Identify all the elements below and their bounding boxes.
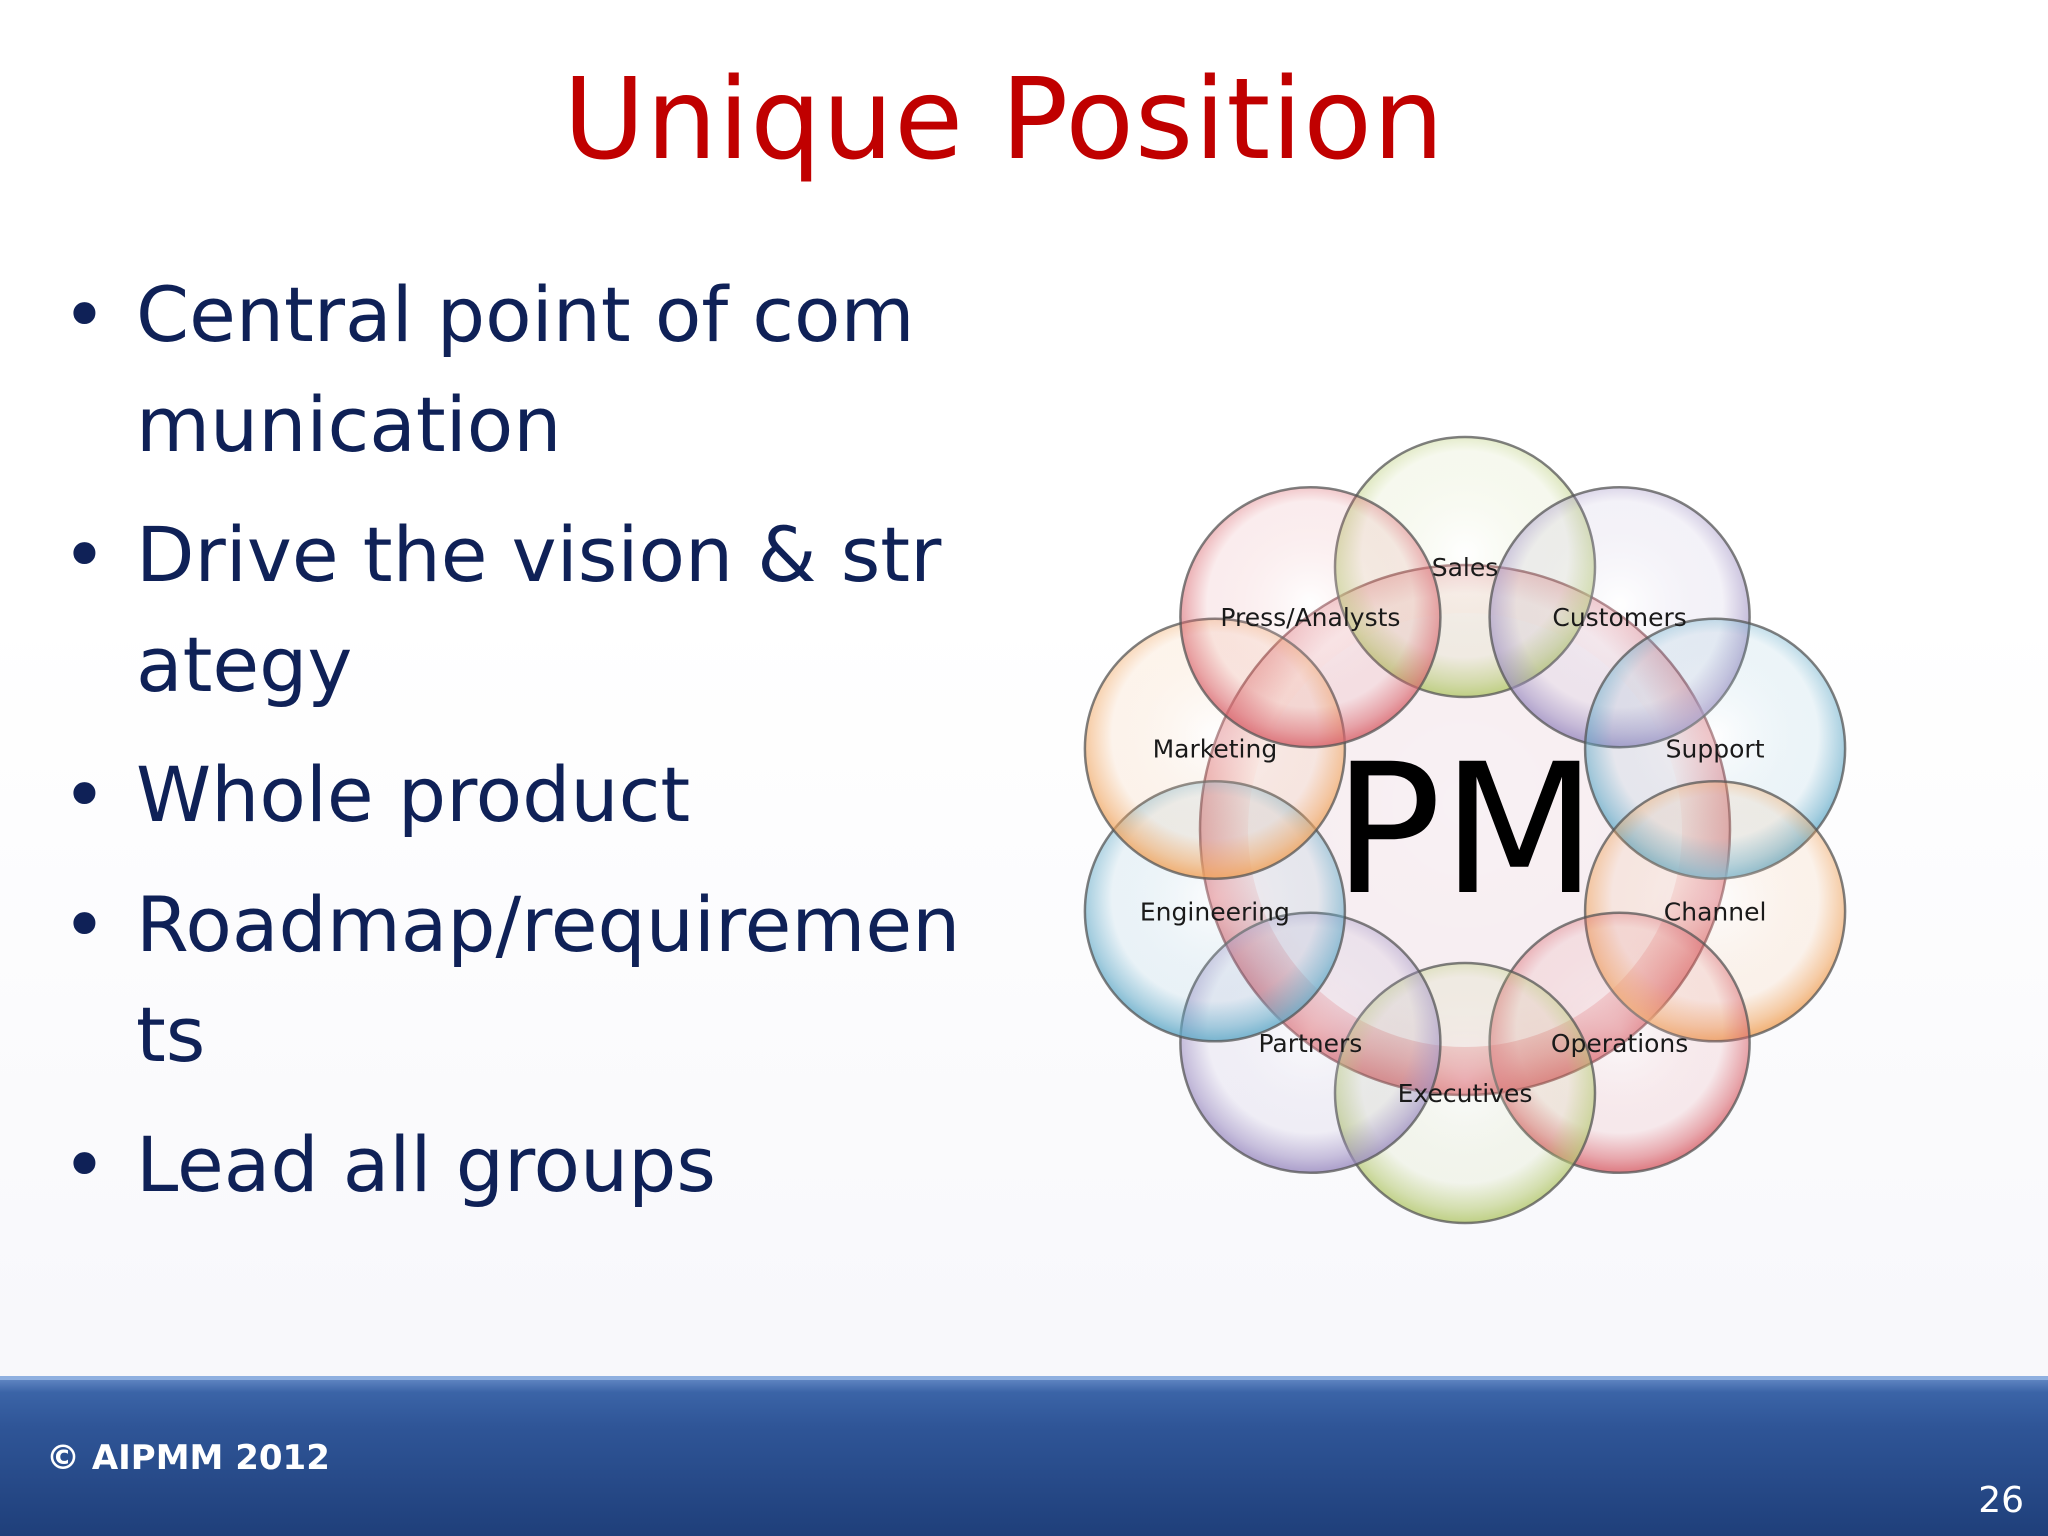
bullet-text: Lead all groups bbox=[136, 1120, 717, 1209]
bullet-icon: • bbox=[62, 270, 107, 359]
bullet-text: Drive the vision & strategy bbox=[136, 510, 942, 709]
bullet-text: Whole product bbox=[136, 750, 691, 839]
stakeholder-label-engineering: Engineering bbox=[1140, 897, 1290, 926]
bullet-text: Roadmap/requirements bbox=[136, 880, 961, 1079]
stakeholder-label-operations: Operations bbox=[1551, 1029, 1688, 1058]
bullet-icon: • bbox=[62, 750, 107, 839]
stakeholder-label-sales: Sales bbox=[1432, 553, 1499, 582]
diagram-canvas: PM SalesCustomersSupportChannelOperations… bbox=[1083, 435, 1847, 1225]
page-number: 26 bbox=[1978, 1480, 2024, 1521]
bullet-icon: • bbox=[62, 1120, 107, 1209]
stakeholder-label-customers: Customers bbox=[1552, 603, 1686, 632]
footer-bar: © AIPMM 2012 26 bbox=[0, 1376, 2048, 1536]
bullet-item: • Whole product bbox=[56, 740, 976, 850]
bullet-item: • Lead all groups bbox=[56, 1110, 976, 1220]
copyright-text: © AIPMM 2012 bbox=[46, 1438, 330, 1478]
bullet-item: • Central point of communication bbox=[56, 260, 976, 480]
bullet-item: • Drive the vision & strategy bbox=[56, 500, 976, 720]
stakeholder-label-marketing: Marketing bbox=[1153, 735, 1278, 764]
bullet-text: Central point of communication bbox=[136, 270, 915, 469]
stakeholder-circle-press-analysts bbox=[1179, 485, 1442, 749]
stakeholder-label-partners: Partners bbox=[1258, 1029, 1362, 1058]
slide-title: Unique Position bbox=[563, 55, 1445, 185]
bullet-icon: • bbox=[62, 510, 107, 599]
bullet-item: • Roadmap/requirements bbox=[56, 870, 976, 1090]
bullet-icon: • bbox=[62, 880, 107, 969]
stakeholder-label-executives: Executives bbox=[1398, 1079, 1533, 1108]
stakeholder-label-channel: Channel bbox=[1664, 897, 1767, 926]
bullet-list: • Central point of communication • Drive… bbox=[56, 260, 976, 1240]
stakeholder-label-support: Support bbox=[1666, 735, 1765, 764]
stakeholder-label-press-analysts: Press/Analysts bbox=[1220, 603, 1400, 632]
pm-center-label: PM bbox=[1333, 726, 1597, 935]
